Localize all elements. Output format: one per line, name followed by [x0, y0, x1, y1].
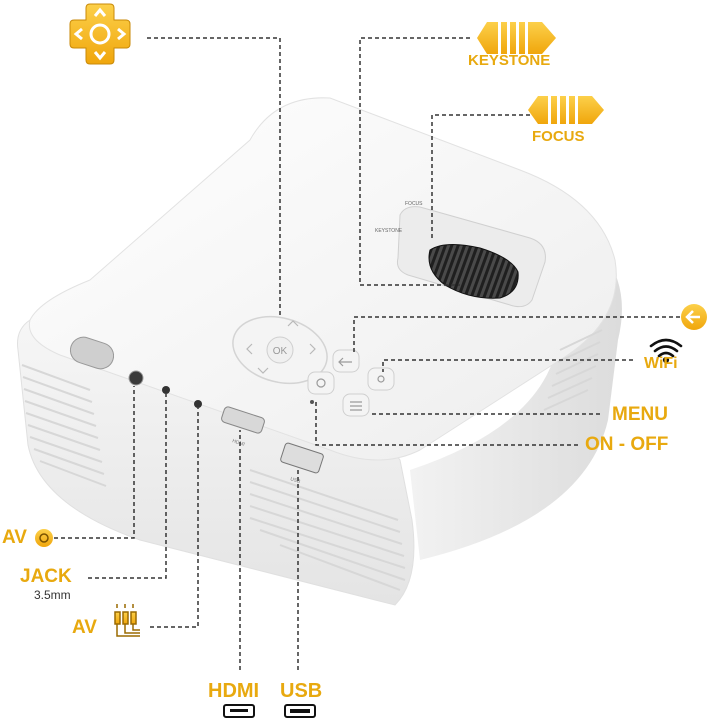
focus-label: FOCUS — [532, 128, 585, 145]
keystone-arrows-icon — [477, 22, 556, 54]
jack-size-label: 3.5mm — [34, 588, 71, 602]
keystone-marking: KEYSTONE — [375, 228, 403, 234]
menu-label: MENU — [612, 404, 668, 425]
av-rca-cable-icon — [114, 604, 140, 637]
usb-label: USB — [280, 680, 323, 702]
ok-button[interactable]: OK — [273, 346, 288, 357]
device-ports: HDMI USB — [69, 336, 324, 485]
projector-body — [17, 97, 622, 606]
usb-port-icon — [284, 704, 316, 718]
menu-button[interactable] — [342, 393, 370, 417]
av-label-top: AV — [2, 527, 27, 548]
wifi-icon — [649, 338, 683, 364]
wifi-label: WiFi — [644, 355, 678, 372]
usb-port-marking: USB — [289, 476, 301, 485]
back-button[interactable] — [332, 349, 360, 373]
keystone-label: KEYSTONE — [468, 52, 551, 69]
jack-port[interactable] — [162, 386, 170, 394]
leader-lines — [54, 37, 680, 670]
on-off-label: ON - OFF — [585, 434, 669, 455]
power-button[interactable] — [307, 371, 335, 395]
focus-arrows-icon — [528, 96, 604, 124]
av-port-icon — [35, 529, 53, 547]
device-dpad[interactable]: OK — [225, 307, 334, 394]
hdmi-port-marking: HDMI — [231, 438, 245, 448]
hdmi-port[interactable] — [221, 406, 266, 434]
hdmi-port-icon — [223, 704, 255, 718]
av-label-bottom: AV — [72, 617, 97, 638]
av-port[interactable] — [128, 370, 144, 386]
device-buttons — [307, 349, 395, 417]
usb-port[interactable] — [280, 442, 324, 474]
focus-marking: FOCUS — [405, 201, 423, 207]
av-input-port[interactable] — [194, 400, 202, 408]
hdmi-label: HDMI — [208, 680, 260, 702]
jack-label: JACK — [20, 566, 72, 587]
device-lens-window — [69, 336, 115, 370]
back-arrow-icon — [681, 304, 707, 330]
wifi-button[interactable] — [367, 367, 395, 391]
dpad-icon — [69, 3, 131, 65]
